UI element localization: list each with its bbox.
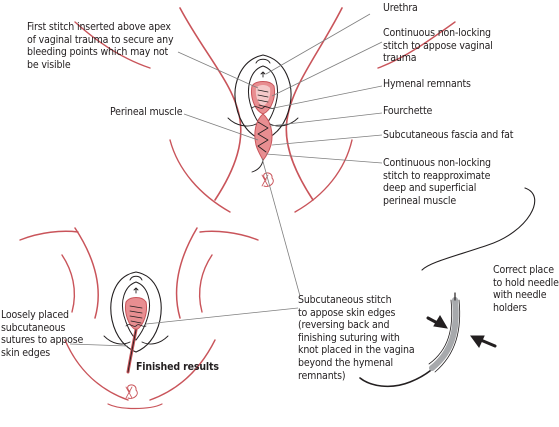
leader-fourchette — [269, 112, 383, 127]
top-anatomy — [74, 7, 456, 213]
bottom-left-buttock — [64, 339, 129, 401]
label-continuous-vaginal: Continuous non-locking stitch to appose … — [383, 27, 493, 65]
top-perineal-skin-fold — [227, 117, 299, 127]
bottom-right-buttock — [149, 339, 216, 401]
leader-first-stitch — [177, 51, 259, 89]
leader-lines — [69, 13, 383, 347]
bottom-anus — [125, 384, 138, 399]
top-left-outer-thigh — [74, 21, 151, 69]
bottom-vaginal-stitches — [129, 305, 143, 324]
label-finished-results: Finished results — [136, 361, 219, 373]
label-urethra: Urethra — [383, 2, 418, 14]
leader-continuous-vaginal — [271, 41, 383, 97]
label-fourchette: Fourchette — [383, 105, 433, 117]
label-hymenal-remnants: Hymenal remnants — [383, 78, 471, 90]
leader-continuous-perineal — [265, 153, 383, 164]
bottom-left-outer-thigh — [61, 254, 76, 313]
top-right-buttock-outline — [294, 139, 353, 213]
label-loosely-placed: Loosely placed subcutaneous sutures to a… — [1, 309, 84, 359]
bottom-hymenal-remnants — [125, 324, 147, 327]
label-continuous-perineal: Continuous non-locking stitch to reappro… — [383, 157, 491, 207]
bottom-top-edge-right — [199, 230, 259, 241]
needle-thread — [421, 187, 536, 271]
bottom-perineal-suture — [127, 329, 137, 373]
leader-subcut-fascia — [271, 134, 383, 146]
bottom-clitoral-hood — [129, 275, 143, 281]
leader-hymenal — [273, 85, 383, 109]
bottom-right-outer-thigh — [198, 254, 213, 313]
bottom-labia-minora — [122, 281, 150, 341]
top-right-outer-thigh — [377, 21, 456, 69]
label-first-stitch: First stitch inserted above apex of vagi… — [27, 21, 174, 71]
bottom-perineum-arc — [107, 403, 163, 410]
top-left-thigh-outline — [179, 7, 242, 201]
hold-arrow-left — [426, 315, 448, 329]
bottom-urethral-meatus — [133, 287, 139, 294]
label-correct-place: Correct place to hold needle with needle… — [493, 264, 559, 314]
leader-loosely-placed — [69, 343, 129, 347]
bottom-vaginal-closed — [125, 297, 147, 331]
bottom-right-thigh-outline — [175, 227, 198, 319]
label-subcutaneous-fascia: Subcutaneous fascia and fat — [383, 129, 514, 141]
leader-urethra — [265, 13, 371, 75]
bottom-anatomy — [19, 227, 259, 410]
needle-hold-zone-outline — [428, 299, 461, 373]
bottom-left-thigh-outline — [74, 227, 99, 319]
top-clitoral-hood — [255, 58, 271, 64]
label-perineal-muscle: Perineal muscle — [110, 106, 183, 118]
leader-subcut-stitch-to-top — [261, 157, 301, 297]
top-hymenal-remnants — [251, 106, 275, 109]
label-subcutaneous-stitch: Subcutaneous stitch to appose skin edges… — [298, 294, 415, 382]
leader-perineal-muscle — [183, 113, 259, 141]
leader-subcut-stitch-to-bottom — [145, 307, 299, 325]
bottom-top-edge-left — [19, 230, 79, 241]
needle-illustration — [359, 187, 536, 388]
top-left-buttock-outline — [169, 139, 231, 213]
top-urethral-meatus — [260, 71, 266, 78]
top-right-thigh-outline — [285, 7, 343, 201]
bottom-perineal-folds — [103, 335, 169, 345]
top-suture-thread — [251, 159, 264, 173]
top-perineal-stitch — [257, 121, 269, 153]
top-vaginal-stitch — [257, 89, 269, 108]
needle-hold-zone — [429, 297, 459, 371]
hold-arrow-right — [470, 335, 497, 348]
